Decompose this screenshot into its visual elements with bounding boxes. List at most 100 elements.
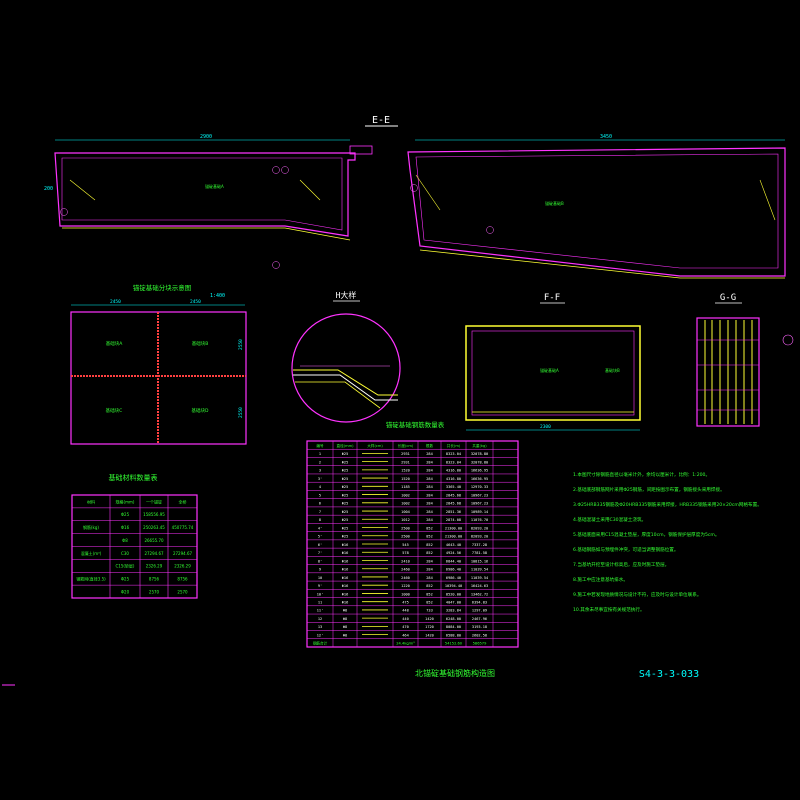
rebar-table-cell: 1420	[425, 633, 434, 637]
rebar-table-cell: 16424.63	[471, 584, 488, 588]
rebar-table-cell: 11039.54	[471, 576, 488, 580]
rebar-table-cell: 82093.20	[471, 535, 488, 539]
rebar-table-cell: 852	[426, 543, 433, 547]
rebar-table-cell: 852	[426, 551, 433, 555]
rebar-table-cell: 10815.16	[471, 559, 488, 563]
rebar-table-header: 根数	[426, 443, 434, 448]
rebar-table-cell: Φ16	[342, 592, 349, 596]
rebar-table-cell: 2851.36	[446, 510, 461, 514]
rebar-table-cell: 1185	[401, 485, 410, 489]
rebar-table-cell: 1520	[401, 469, 410, 473]
rebar-table-cell: 7	[319, 510, 321, 514]
rebar-table-header: 长度(cm)	[398, 443, 414, 448]
rebar-table-cell: 6986.40	[446, 568, 461, 572]
material-table-header: 一个锚锭	[146, 498, 162, 504]
material-table-cell: Φ25	[121, 512, 130, 517]
rebar-table-cell: 2931	[401, 452, 410, 456]
elev-left-block-label: 锚碇基础A	[205, 183, 224, 189]
rebar-table-footer: 54152.60	[445, 642, 463, 646]
material-table-cell: 混凝土(m³)	[81, 550, 102, 556]
rebar-table-cell: 21300.00	[445, 526, 462, 530]
rebar-table-cell: 7337.28	[472, 543, 487, 547]
rebar-table-cell: Φ25	[342, 460, 349, 464]
rebar-table-cell: Φ8	[343, 617, 347, 621]
rebar-table-cell: 4316.80	[446, 469, 461, 473]
rebar-table-cell: 4316.80	[446, 477, 461, 481]
material-table-cell: 26655.70	[144, 538, 164, 543]
rebar-table-cell: 4924.56	[446, 551, 461, 555]
rebar-table-cell: 10'	[317, 592, 324, 596]
rebar-table-cell: 10967.23	[471, 493, 488, 497]
rebar-table-cell: 3	[319, 469, 321, 473]
plan-title: 锚锭基础分块示意图	[133, 283, 192, 292]
note-line: 7.当基坑开挖至设计标高后，应及时施工垫层。	[573, 561, 669, 568]
plan-view: 锚锭基础分块示意图 1:400 2450 2450 基础块A 基础块B 基础块C…	[70, 283, 247, 445]
rebar-table-cell: 11039.54	[471, 568, 488, 572]
rebar-table-cell: Φ25	[342, 493, 349, 497]
material-table-cell: 2570	[177, 589, 188, 594]
material-table-cell: Φ20	[121, 589, 130, 594]
rebar-table-cell: 545	[402, 543, 409, 547]
section-ff: F-F 2300 锚碇基础A 基础块B	[465, 293, 641, 431]
rebar-table-cell: 1000	[401, 592, 410, 596]
rebar-table-cell: 284	[426, 559, 433, 563]
material-table-cell: 158556.95	[143, 512, 165, 517]
svg-text:锚碇基础B: 锚碇基础B	[545, 200, 564, 206]
rebar-table-cell: 5	[319, 493, 321, 497]
rebar-table-cell: 1297.09	[472, 609, 487, 613]
rebar-table-cell: 1	[319, 452, 321, 456]
rebar-table-cell: 1002	[401, 502, 410, 506]
rebar-table-cell: 82093.20	[471, 526, 488, 530]
material-table-cell: 27294.67	[144, 551, 164, 556]
rebar-table-cell: 2	[319, 460, 321, 464]
rebar-table-cell: 578	[402, 551, 409, 555]
note-line: 1.本图尺寸除钢筋直径以毫米计外，余均以厘米计，比例：1:200。	[573, 471, 710, 478]
rebar-table-cell: 11'	[317, 609, 324, 613]
rebar-table-cell: 32078.80	[471, 452, 488, 456]
rebar-table-cell: 10394.40	[445, 584, 462, 588]
rebar-table-cell: 1002	[401, 493, 410, 497]
material-table-cell: 250263.45	[143, 525, 165, 530]
detail-h: H大样	[291, 290, 401, 423]
rebar-table-cell: 1720	[425, 625, 434, 629]
rebar-table-cell: 440	[402, 617, 409, 621]
rebar-table: 锚碇基础钢筋数量表 编号直径(mm)大样(cm)长度(cm)根数共长(m)共重(…	[306, 420, 519, 648]
material-table-cell: C15(垫层)	[115, 563, 134, 569]
rebar-table-cell: 13	[318, 625, 322, 629]
section-ff-outline	[465, 325, 641, 421]
dim-left-width: 2900	[200, 134, 212, 140]
rebar-table-cell: 3'	[318, 477, 322, 481]
rebar-table-cell: 12	[318, 617, 322, 621]
rebar-table-cell: 2602.58	[472, 633, 487, 637]
rebar-table-cell: 9'	[318, 584, 322, 588]
rebar-table-cell: Φ25	[342, 510, 349, 514]
note-line: 3.Φ25HRB335钢筋及Φ20HRB335钢筋采用焊接，HRB335钢筋采用…	[573, 501, 762, 508]
rebar-table-cell: 8'	[318, 559, 322, 563]
rebar-table-cell: 2931	[401, 460, 410, 464]
material-table-cell: 2570	[149, 589, 160, 594]
rebar-table-cell: Φ25	[342, 477, 349, 481]
rebar-table-cell: 3283.84	[446, 609, 461, 613]
drawing-title: 北锚碇基础钢筋构造图	[415, 668, 495, 678]
rebar-table-cell: 11076.70	[471, 518, 488, 522]
section-gg-outline	[696, 317, 760, 427]
plan-block-a: 基础块A	[106, 340, 123, 347]
rebar-table-cell: 16636.95	[471, 477, 488, 481]
rebar-table-footer: 24.4kg/m³	[396, 642, 415, 646]
rebar-table-cell: 6844.40	[446, 559, 461, 563]
svg-text:锚碇基础A: 锚碇基础A	[540, 367, 559, 373]
rebar-table-cell: 6588.80	[446, 633, 461, 637]
rebar-table-cell: 1004	[401, 510, 410, 514]
rebar-table-cell: 284	[426, 477, 433, 481]
rebar-table-cell: 284	[426, 502, 433, 506]
rebar-table-cell: 2460	[401, 568, 410, 572]
plan-scale: 1:400	[210, 293, 225, 299]
rebar-table-cell: 2467.96	[472, 617, 487, 621]
rebar-table-cell: Φ16	[342, 568, 349, 572]
plan-block-d: 基础块D	[192, 407, 209, 414]
ff-dim-bottom: 2300	[540, 424, 551, 430]
rebar-table-cell: 284	[426, 518, 433, 522]
rebar-table-cell: Φ16	[342, 576, 349, 580]
